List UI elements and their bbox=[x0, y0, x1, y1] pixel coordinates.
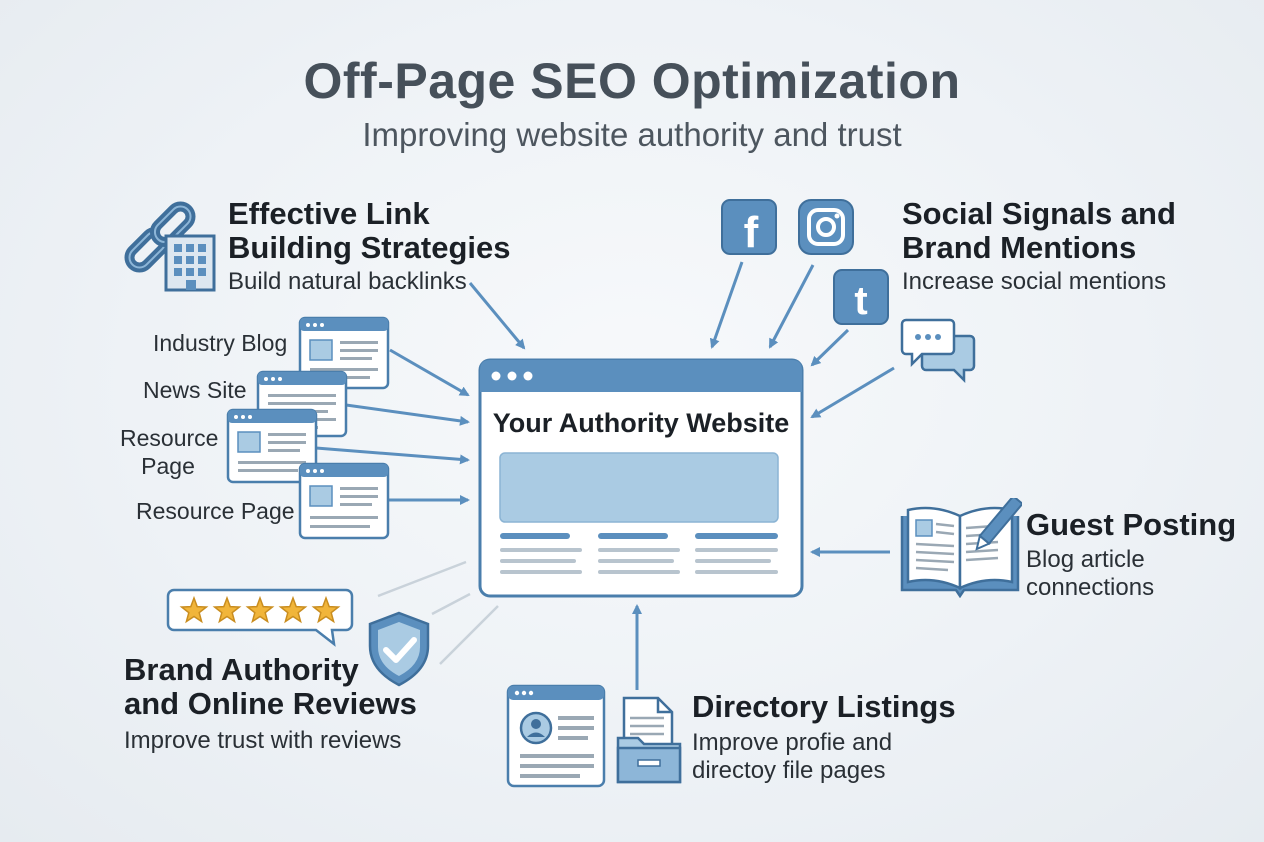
shield-check-icon bbox=[368, 611, 430, 687]
authority-website-label: Your Authority Website bbox=[492, 408, 790, 438]
link-chain-icon bbox=[124, 201, 216, 292]
arrow-link-building bbox=[468, 282, 526, 350]
link-building-description: Build natural backlinks bbox=[228, 268, 467, 295]
source-label-resource-page-1: Resource Page bbox=[120, 425, 219, 479]
directory-heading: Directory Listings bbox=[692, 689, 956, 724]
folder-file-icon bbox=[616, 696, 682, 784]
arrow-facebook bbox=[709, 261, 744, 349]
arrow-chat bbox=[810, 366, 895, 419]
resource-page-1-icon bbox=[226, 408, 318, 484]
star-icon bbox=[311, 595, 341, 624]
source-label-news-site: News Site bbox=[143, 377, 247, 403]
review-rays bbox=[377, 560, 499, 665]
star-icon bbox=[179, 595, 209, 624]
pencil-icon bbox=[975, 498, 1022, 551]
instagram-icon bbox=[798, 199, 854, 255]
svg-text:t: t bbox=[854, 279, 867, 323]
social-heading: Social Signals and Brand Mentions bbox=[902, 196, 1176, 265]
source-label-resource-page-2: Resource Page bbox=[136, 498, 295, 524]
guest-posting-description: Blog article connections bbox=[1026, 546, 1155, 601]
star-icon bbox=[278, 595, 308, 624]
chat-bubbles-icon bbox=[900, 318, 976, 384]
star-rating bbox=[179, 595, 341, 624]
page-title: Off-Page SEO Optimization bbox=[303, 53, 961, 109]
social-description: Increase social mentions bbox=[902, 268, 1167, 295]
star-icon bbox=[245, 595, 275, 624]
resource-page-2-icon bbox=[298, 462, 390, 540]
authority-website-window bbox=[478, 358, 804, 598]
arrow-news-site bbox=[345, 403, 470, 426]
facebook-icon: f bbox=[721, 199, 777, 256]
arrow-industry-blog bbox=[389, 348, 470, 397]
source-label-industry-blog: Industry Blog bbox=[153, 330, 288, 356]
guest-posting-heading: Guest Posting bbox=[1026, 507, 1237, 542]
tumblr-icon: t bbox=[833, 269, 889, 325]
open-book-icon bbox=[900, 498, 1022, 598]
svg-text:f: f bbox=[744, 208, 759, 256]
reviews-description: Improve trust with reviews bbox=[124, 727, 402, 754]
building-icon bbox=[164, 234, 216, 292]
link-building-heading: Effective Link Building Strategies bbox=[228, 196, 511, 265]
industry-blog-page-icon bbox=[298, 316, 390, 390]
profile-window-icon bbox=[506, 684, 606, 788]
page-subtitle: Improving website authority and trust bbox=[362, 116, 902, 153]
arrow-resource-page-1 bbox=[315, 446, 470, 465]
directory-description: Improve profie and directoy file pages bbox=[692, 729, 893, 784]
arrow-tumblr bbox=[810, 328, 850, 367]
arrow-instagram bbox=[768, 264, 815, 349]
reviews-heading: Brand Authority and Online Reviews bbox=[124, 652, 417, 721]
star-icon bbox=[212, 595, 242, 624]
review-stars-bubble bbox=[166, 588, 354, 647]
